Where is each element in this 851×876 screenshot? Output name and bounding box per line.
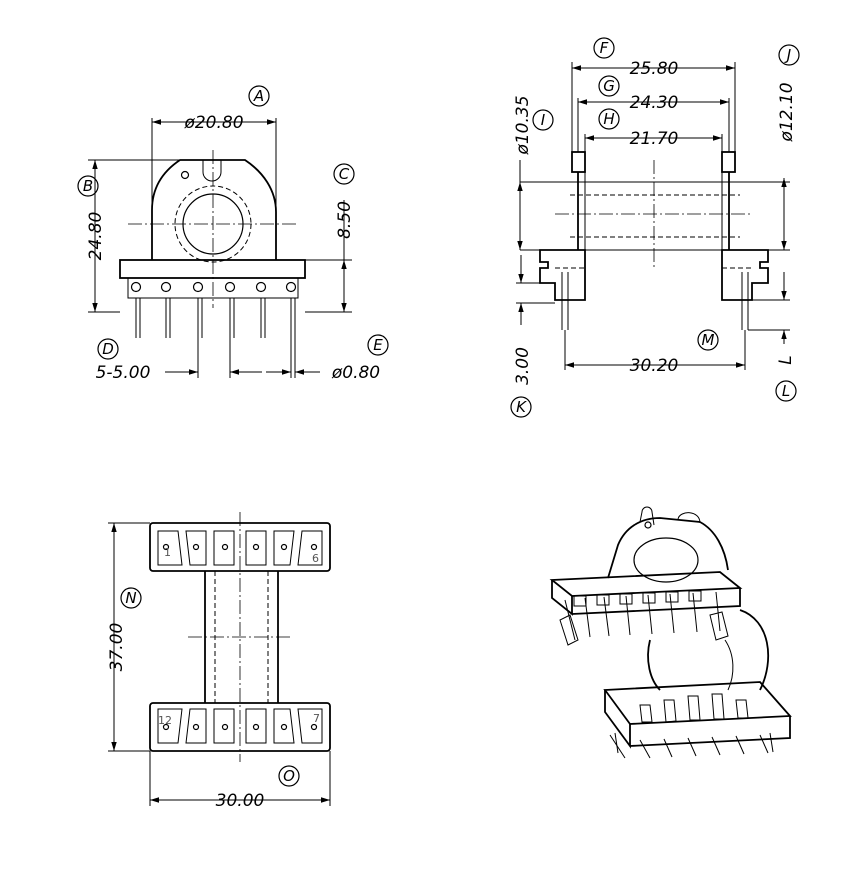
dim-l-letter: L [782,382,790,400]
dim-h-letter: H [603,110,614,128]
dim-i-value: ø10.35 [513,95,533,155]
front-view: ø20.80 A 24.80 B 8.50 C 5-5.00 D ø0.80 E [77,85,389,383]
iso-core-window [633,537,699,583]
side-view: 25.80 F 24.30 G 21.70 H ø10.35 I ø12.10 … [510,37,800,418]
dim-i-letter: I [541,111,546,129]
dim-e-letter: E [373,336,383,354]
dim-g-value: 24.30 [630,93,679,113]
dim-o-letter: O [283,767,295,785]
dim-b-letter: B [83,177,93,195]
dim-l-value: L [776,355,796,364]
dim-n-letter: N [125,589,136,607]
dim-f-letter: F [600,39,609,57]
iso-lower-pins [609,693,774,759]
side-right-base [721,249,769,301]
dim-c-letter: C [339,165,350,183]
dim-m-letter: M [702,331,715,349]
dim-m-value: 30.20 [630,356,679,376]
pin-number-1: 1 [164,546,171,559]
dim-n-value: 37.00 [107,623,127,672]
dim-k-value: 3.00 [513,347,533,385]
dim-j-value: ø12.10 [777,82,797,142]
dim-o-value: 30.00 [216,791,265,811]
iso-upper-pins [559,591,729,646]
dim-a-letter: A [253,87,264,105]
front-pin-bank [127,277,299,338]
bobbin-flange-outline [151,159,277,260]
pin-number-12: 12 [158,714,172,727]
pin-header [119,259,306,279]
dim-e-value: ø0.80 [331,363,380,383]
pin-number-6: 6 [312,552,319,565]
dim-h-value: 21.70 [630,129,679,149]
dim-b-value: 24.80 [86,212,106,261]
dim-j-letter: J [784,46,791,64]
bottom-view: 1 6 12 7 37.00 N 30.00 O [107,512,331,811]
pin-number-7: 7 [313,712,320,725]
iso-upper-slots [573,590,702,607]
dim-a-value: ø20.80 [183,113,243,133]
dim-d-letter: D [102,340,114,358]
dim-g-letter: G [603,77,615,95]
dim-k-letter: K [516,398,527,416]
isometric-view [549,506,792,759]
bottom-bottom-pin-slots [157,708,323,744]
dim-c-value: 8.50 [335,201,355,239]
dim-d-value: 5-5.00 [96,363,151,383]
bottom-top-pin-slots [157,530,323,566]
dim-f-value: 25.80 [630,59,679,79]
